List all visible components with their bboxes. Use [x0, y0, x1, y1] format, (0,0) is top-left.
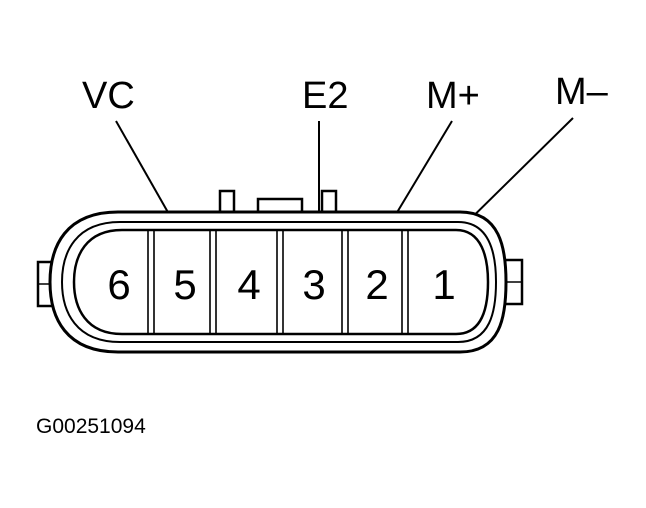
- callout-label-m-plus: M+: [426, 75, 480, 117]
- callout-label-m-minus: M–: [555, 71, 609, 113]
- cavity-dividers: [147, 230, 409, 334]
- pin-number-2: 2: [365, 261, 388, 308]
- callout-label-vc: VC: [82, 75, 135, 117]
- connector-face-inner: [72, 228, 490, 336]
- pin-number-3: 3: [302, 261, 325, 308]
- pin-number-5: 5: [173, 261, 196, 308]
- connector-housing-outer: [48, 210, 508, 354]
- pin-number-4: 4: [237, 261, 260, 308]
- pin-number-6: 6: [107, 261, 130, 308]
- callout-label-e2: E2: [302, 75, 348, 117]
- connector-housing-middle: [60, 221, 498, 343]
- pin-number-1: 1: [432, 261, 455, 308]
- figure-id: G00251094: [36, 415, 146, 438]
